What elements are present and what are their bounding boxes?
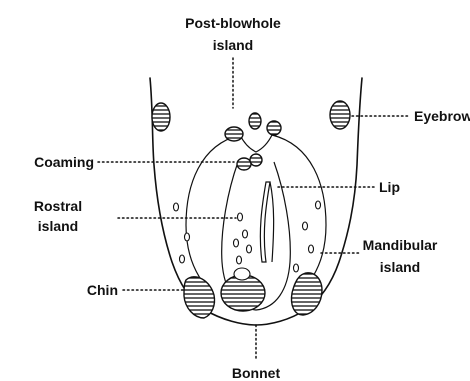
rostrum-right-baleen bbox=[270, 182, 274, 262]
mandibular-island bbox=[309, 245, 314, 253]
mandibular-island bbox=[185, 233, 190, 241]
chin-right bbox=[291, 273, 322, 315]
rostrum-left-baleen bbox=[260, 182, 270, 262]
eyebrow-right bbox=[330, 101, 350, 129]
label-mandibular-line1: Mandibular bbox=[363, 237, 438, 253]
rostral-island bbox=[237, 256, 242, 264]
rostral-island bbox=[234, 239, 239, 247]
rostral-island bbox=[247, 245, 252, 253]
rostral-island bbox=[238, 213, 243, 221]
leader-lines bbox=[98, 58, 410, 360]
post-blowhole-island-right bbox=[267, 121, 281, 135]
label-eyebrow: Eyebrow bbox=[414, 108, 470, 124]
post-blowhole-islands bbox=[225, 113, 281, 141]
blowhole-group bbox=[237, 135, 272, 170]
blowhole-right bbox=[250, 154, 262, 166]
mandibular-island bbox=[180, 255, 185, 263]
mandibular-island bbox=[316, 201, 321, 209]
label-bonnet: Bonnet bbox=[232, 365, 281, 381]
rostral-islands bbox=[234, 213, 252, 264]
label-coaming: Coaming bbox=[34, 154, 94, 170]
right-lip-line bbox=[272, 135, 326, 295]
label-lip: Lip bbox=[379, 179, 400, 195]
rostral-island bbox=[243, 230, 248, 238]
chin-left bbox=[184, 277, 215, 318]
label-rostral-line1: Rostral bbox=[34, 198, 82, 214]
label-chin: Chin bbox=[87, 282, 118, 298]
post-blowhole-island-left bbox=[225, 127, 243, 141]
label-rostral-line2: island bbox=[38, 218, 78, 234]
blowhole-ridge bbox=[240, 135, 272, 152]
label-post-blowhole-line2: island bbox=[213, 37, 253, 53]
mandibular-island bbox=[303, 222, 308, 230]
eyebrow-left bbox=[152, 103, 170, 131]
label-post-blowhole-line1: Post-blowhole bbox=[185, 15, 281, 31]
left-lip-line bbox=[186, 135, 240, 295]
blowhole-left bbox=[237, 158, 251, 170]
post-blowhole-island-center bbox=[249, 113, 261, 129]
bonnet-top bbox=[234, 268, 250, 280]
mandibular-island bbox=[294, 264, 299, 272]
mandibular-island bbox=[174, 203, 179, 211]
label-mandibular-line2: island bbox=[380, 259, 420, 275]
